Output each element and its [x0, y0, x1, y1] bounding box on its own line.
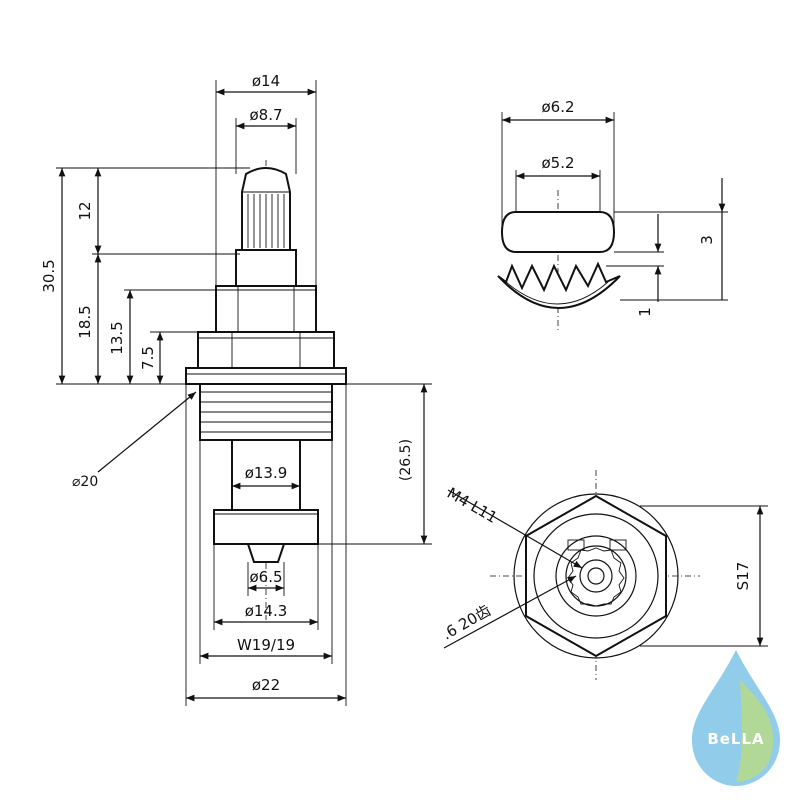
- dim-18-5: 18.5: [76, 305, 94, 338]
- bella-logo: BeLLA: [692, 650, 780, 786]
- logo-text: BeLLA: [707, 730, 764, 748]
- dim-13-5: 13.5: [108, 321, 126, 354]
- bottom-collar: [213, 509, 319, 545]
- side-view: ø14 ø8.7 30.5 12 18.5 13.5 7.5 ⌀20: [40, 72, 432, 706]
- dim-30-5: 30.5: [40, 259, 58, 292]
- upper-body: [215, 285, 317, 333]
- dim-d22: ø22: [252, 676, 280, 694]
- end-view: M4 L11 .6 20齿 S17: [439, 470, 768, 680]
- dim-26-5: (26.5): [398, 439, 414, 481]
- dim-d5-2: ø5.2: [541, 154, 574, 172]
- spline-stem: [241, 167, 291, 251]
- tail-tip: [246, 543, 286, 563]
- dim-d13-9: ø13.9: [245, 464, 288, 482]
- dim-3: 3: [698, 235, 716, 245]
- dim-w19: W19/19: [237, 636, 295, 654]
- dim-d6-5: ø6.5: [249, 568, 282, 586]
- seal-detail: ø6.2 ø5.2 3 1: [497, 98, 728, 332]
- dim-d6-2: ø6.2: [541, 98, 574, 116]
- flange: [185, 367, 347, 385]
- dim-spline: .6 20齿: [439, 601, 494, 643]
- dim-12: 12: [76, 201, 94, 220]
- hex-nut: [197, 331, 335, 369]
- dim-s17: S17: [734, 562, 752, 591]
- dim-thread: M4 L11: [444, 484, 500, 527]
- dim-d20: ⌀20: [72, 474, 98, 490]
- thread-section: [199, 383, 333, 441]
- dim-d14: ø14: [252, 72, 280, 90]
- stem-neck: [235, 249, 297, 287]
- dim-1: 1: [636, 307, 654, 317]
- leaf-icon: [736, 680, 774, 782]
- dim-7-5: 7.5: [139, 346, 157, 370]
- dim-d14-3: ø14.3: [245, 602, 288, 620]
- dim-d8-7: ø8.7: [249, 106, 282, 124]
